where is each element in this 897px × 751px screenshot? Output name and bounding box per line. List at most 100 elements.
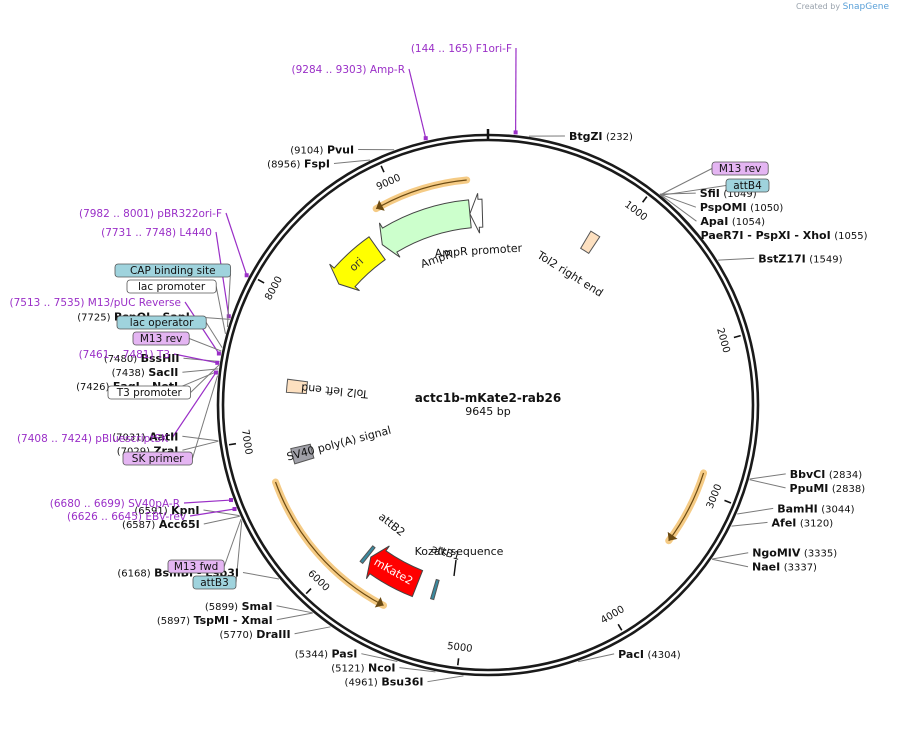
orf-arrowhead — [374, 597, 384, 608]
site-name: FspI — [304, 157, 330, 170]
site-position: (6587) — [122, 520, 155, 531]
feature-tol2-right-end[interactable] — [579, 230, 601, 255]
feature-box[interactable] — [725, 178, 770, 193]
primer-leader — [183, 499, 232, 504]
site-leader — [242, 571, 280, 580]
site-pasi: (5344) PasI — [295, 648, 358, 661]
primer-site — [423, 136, 428, 141]
tick-label: 5000 — [447, 641, 474, 655]
feature-box[interactable] — [192, 575, 237, 590]
site-position: (6168) — [117, 568, 150, 579]
site-name: PaeR7I - PspXI - XhoI — [701, 229, 831, 242]
tick-label: 7000 — [239, 429, 254, 456]
primer-site — [229, 498, 234, 503]
feature-box[interactable] — [132, 331, 190, 346]
feature-box[interactable] — [114, 263, 231, 278]
box-leader — [215, 286, 226, 334]
site-leader — [276, 612, 313, 621]
primer-site — [216, 351, 221, 356]
site-position: (7480) — [104, 354, 137, 365]
primer-site — [513, 130, 518, 135]
site-ncoi: (5121) NcoI — [331, 662, 395, 675]
feature-box-label: attB3 — [200, 577, 229, 589]
site-position: (3120) — [800, 518, 833, 529]
site-position: (4304) — [647, 650, 680, 661]
site-leader — [333, 159, 371, 164]
primer-label: (9284 .. 9303) Amp-R — [292, 64, 406, 76]
site-kpni: (6591) KpnI — [134, 504, 199, 517]
site-position: (1050) — [750, 203, 783, 214]
feature-sv40-poly-a-signal[interactable] — [290, 443, 315, 465]
feature-box-label: M13 fwd — [174, 561, 219, 573]
site-leader — [361, 653, 398, 662]
feature-ampr[interactable] — [378, 199, 472, 258]
feature-attb2[interactable] — [359, 545, 376, 565]
tick-mark — [733, 334, 741, 339]
box-leader — [190, 364, 220, 393]
primer-label: (7982 .. 8001) pBR322ori-F — [79, 208, 222, 220]
site-name: AfeI — [772, 516, 797, 529]
site-name: KpnI — [171, 504, 199, 517]
feature-box[interactable] — [107, 385, 191, 400]
site-leader — [711, 558, 749, 568]
site-name: PpuMI — [790, 482, 829, 495]
site-leader — [181, 370, 219, 387]
site-name: AatII — [149, 430, 178, 443]
feature-box[interactable] — [116, 315, 207, 330]
primer-label: (6680 .. 6699) SV40pA-R — [50, 498, 180, 510]
site-sacii: (7438) SacII — [112, 366, 179, 379]
primer-label: (7731 .. 7748) L4440 — [101, 227, 212, 239]
site-leader — [660, 194, 697, 222]
site-name: BamHI — [777, 502, 818, 515]
feature-box[interactable] — [122, 451, 193, 466]
primer-site — [232, 507, 237, 512]
tick-mark — [257, 278, 265, 284]
site-name: ApaI — [700, 215, 728, 228]
site-position: (7426) — [76, 382, 109, 393]
site-position: (4961) — [345, 678, 378, 689]
feature-ampr-promoter[interactable] — [469, 193, 484, 234]
feature-tol2-left-end[interactable] — [285, 378, 309, 395]
feature-box-label: M13 rev — [140, 333, 183, 345]
feature-box[interactable] — [711, 161, 769, 176]
feature-box[interactable] — [126, 279, 217, 294]
tick-label: 3000 — [705, 483, 725, 511]
site-position: (3335) — [804, 549, 837, 560]
tick-mark — [617, 623, 623, 631]
site-position: (3044) — [821, 504, 854, 515]
brand-name: SnapGene — [842, 2, 889, 12]
site-leader — [749, 479, 786, 489]
primer-site — [244, 273, 249, 278]
site-bbvci: BbvCI (2834) — [790, 468, 862, 481]
feature-mkate2[interactable] — [365, 545, 424, 598]
feature-box[interactable] — [167, 559, 225, 574]
site-position: (1054) — [732, 217, 765, 228]
site-paci: PacI (4304) — [618, 648, 681, 661]
feature-label-tol2-right-end: Tol2 right end — [534, 248, 605, 300]
feature-attb1[interactable] — [429, 578, 440, 601]
site-leader — [578, 653, 615, 663]
site-leader — [659, 192, 696, 195]
site-leader — [712, 552, 749, 560]
primer-site — [213, 370, 218, 375]
box-leader — [205, 322, 223, 348]
orf-arrowhead — [667, 531, 678, 541]
tick-label: 8000 — [263, 275, 285, 303]
site-name: SfiI — [700, 187, 720, 200]
site-paer7i-pspxi-xhoi: PaeR7I - PspXI - XhoI (1055) — [701, 229, 868, 242]
feature-box-label: SK primer — [132, 453, 184, 465]
site-tspmi-xmai: (5897) TspMI - XmaI — [157, 614, 273, 627]
box-leader — [191, 375, 219, 459]
primer-label: (144 .. 165) F1ori-F — [411, 43, 512, 55]
box-leader — [661, 185, 727, 196]
site-position: (7725) — [77, 313, 110, 324]
backbone-inner — [221, 138, 755, 672]
tick-mark — [456, 658, 460, 666]
feature-ori[interactable] — [329, 236, 386, 292]
site-leader — [294, 626, 331, 635]
site-name: Acc65I — [159, 518, 200, 531]
site-name: Bsu36I — [381, 676, 423, 689]
tick-label: 4000 — [599, 604, 627, 626]
primer-leader — [225, 212, 248, 276]
box-leader — [223, 518, 242, 567]
